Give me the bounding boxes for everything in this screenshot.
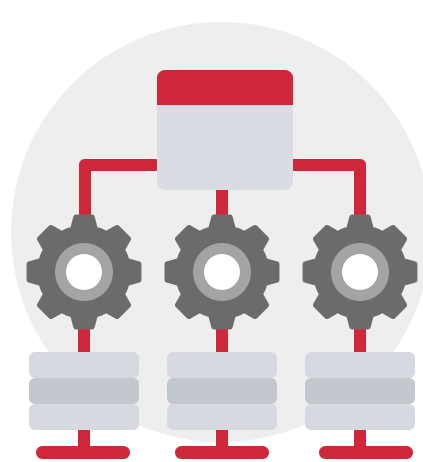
server-unit-top (305, 352, 415, 378)
server-unit-top (29, 352, 139, 378)
gear-hole (66, 254, 102, 290)
server-stack-icon (29, 352, 139, 430)
gear-hole (342, 254, 378, 290)
server-unit-bottom (305, 404, 415, 430)
base-line-center (175, 446, 269, 459)
gear-icon (306, 218, 415, 327)
gear-icon (168, 218, 277, 327)
server-group (29, 352, 415, 430)
gear-hole (204, 254, 240, 290)
server-stack-icon (305, 352, 415, 430)
server-stack-icon (167, 352, 277, 430)
gear-group (30, 218, 415, 327)
server-unit-top (167, 352, 277, 378)
bus-horizontal-right (284, 159, 366, 171)
server-unit-middle (167, 378, 277, 404)
server-unit-bottom (29, 404, 139, 430)
gear-icon (30, 218, 139, 327)
server-unit-bottom (167, 404, 277, 430)
top-window-icon (157, 70, 293, 190)
window-title-bar (157, 70, 293, 105)
base-line-right (319, 446, 413, 459)
server-unit-middle (29, 378, 139, 404)
bus-horizontal-left (79, 159, 161, 171)
base-line-left (36, 446, 130, 459)
server-unit-middle (305, 378, 415, 404)
